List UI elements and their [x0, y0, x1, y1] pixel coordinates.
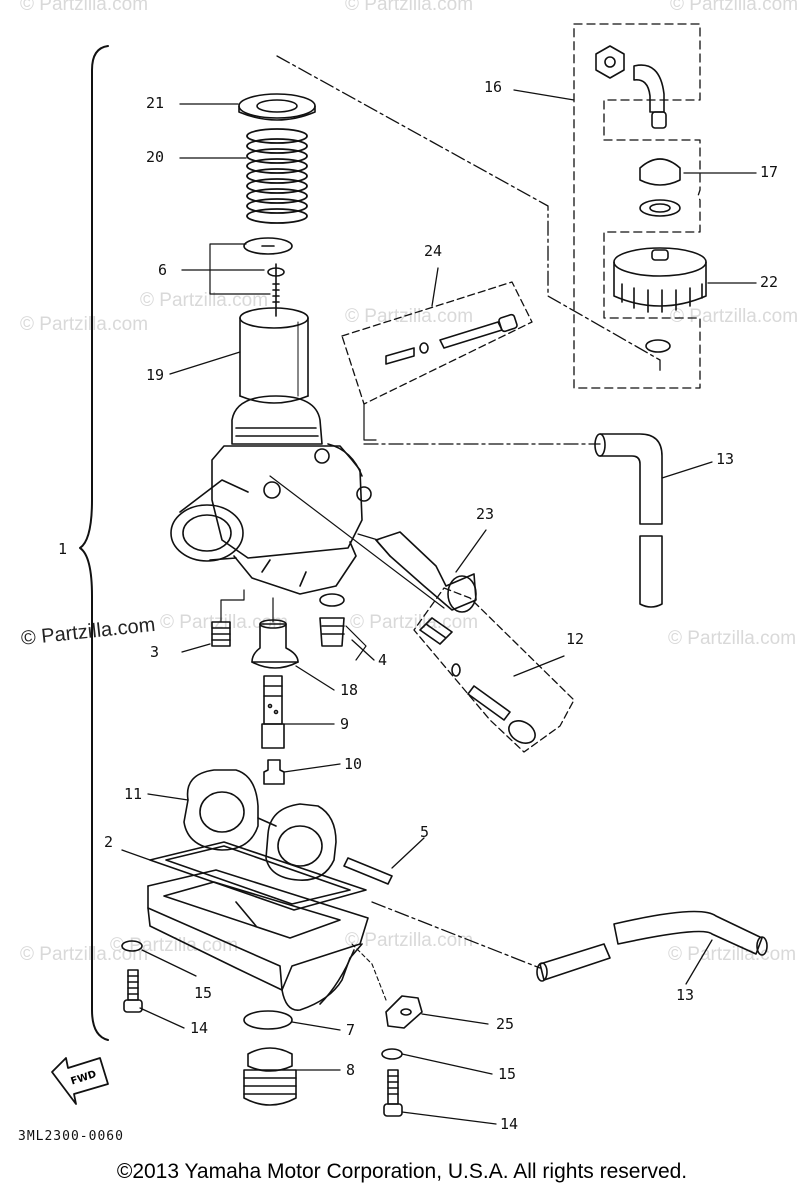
part-14-screw-left: [123, 969, 143, 1013]
callout-14-left: 14: [190, 1019, 209, 1037]
watermark: © Partzilla.com: [345, 930, 474, 951]
callout-7: 7: [346, 1021, 356, 1039]
watermark: © Partzilla.com: [668, 628, 797, 649]
watermark: © Partzilla.com: [110, 935, 239, 956]
part-11-float: [183, 769, 337, 881]
watermark: © Partzilla.com: [20, 314, 149, 335]
part-12-air-screw-set: [269, 475, 575, 753]
part-20-spring: [246, 128, 308, 224]
watermark: © Partzilla.com: [670, 306, 799, 327]
callout-20: 20: [146, 148, 165, 166]
part-5-float-pin: [343, 857, 393, 885]
callout-13-upper: 13: [716, 450, 735, 468]
callout-18: 18: [340, 681, 359, 699]
part-7-o-ring: [243, 1010, 293, 1030]
callout-22: 22: [760, 273, 779, 291]
watermark: © Partzilla.com: [345, 0, 474, 15]
part-21-washer: [238, 93, 316, 121]
callout-17: 17: [760, 163, 779, 181]
watermark: © Partzilla.com: [670, 0, 799, 15]
part-16-22-group: [573, 23, 707, 389]
callout-2: 2: [104, 833, 114, 851]
callout-9: 9: [340, 715, 350, 733]
callout-leaders: [121, 89, 757, 1125]
callout-13-lower: 13: [676, 986, 695, 1004]
part-3-pilot-jet: [211, 589, 245, 647]
callout-16: 16: [484, 78, 503, 96]
part-14-screw-right: [383, 1069, 403, 1117]
watermark: © Partzilla.com: [20, 0, 149, 15]
part-15-washer-left: [121, 940, 143, 952]
callout-15-left: 15: [194, 984, 213, 1002]
callout-24: 24: [424, 242, 443, 260]
part-13-lower-hose: [371, 901, 768, 982]
callout-10: 10: [344, 755, 363, 773]
part-4-starter-jet: [319, 593, 367, 661]
callout-21: 21: [146, 94, 165, 112]
copyright-notice: ©2013 Yamaha Motor Corporation, U.S.A. A…: [116, 1160, 688, 1183]
watermark: © Partzilla.com: [345, 306, 474, 327]
watermark: © Partzilla.com: [20, 944, 149, 965]
part-2-gasket: [149, 841, 367, 911]
callout-23: 23: [476, 505, 495, 523]
part-15-washer-right: [381, 1048, 403, 1060]
diagram-part-code: 3ML2300-0060: [18, 1129, 124, 1144]
fwd-label: FWD: [70, 1069, 98, 1088]
fwd-arrow-icon: [51, 1057, 109, 1105]
part-8-drain-plug: [243, 1047, 297, 1106]
callout-15-right: 15: [498, 1065, 517, 1083]
callout-3: 3: [150, 643, 160, 661]
part-25-bracket: [351, 943, 423, 1029]
callout-8: 8: [346, 1061, 356, 1079]
part-10-main-jet: [263, 759, 285, 785]
watermark: © Partzilla.com: [140, 290, 269, 311]
part-24-pilot-screw-set: [341, 281, 533, 441]
part-19-throttle-valve: [239, 307, 309, 404]
callout-14-right: 14: [500, 1115, 519, 1133]
float-bowl: [147, 869, 369, 1011]
callout-11: 11: [124, 785, 143, 803]
callout-12: 12: [566, 630, 585, 648]
assembly-bracket: [79, 45, 109, 1041]
carburetor-body: [170, 395, 372, 595]
part-23-throttle-stop-screw: [357, 531, 477, 613]
assembly-leader: [276, 55, 661, 373]
part-9-needle-jet: [261, 675, 285, 749]
callout-25: 25: [496, 1015, 515, 1033]
callout-6: 6: [158, 261, 168, 279]
callout-19: 19: [146, 366, 165, 384]
callout-5: 5: [420, 823, 430, 841]
callout-4: 4: [378, 651, 388, 669]
part-13-upper-hose: [594, 433, 663, 608]
callout-1: 1: [58, 540, 68, 558]
part-6-needle-set: [209, 237, 293, 317]
part-18-jet-holder: [251, 597, 299, 669]
